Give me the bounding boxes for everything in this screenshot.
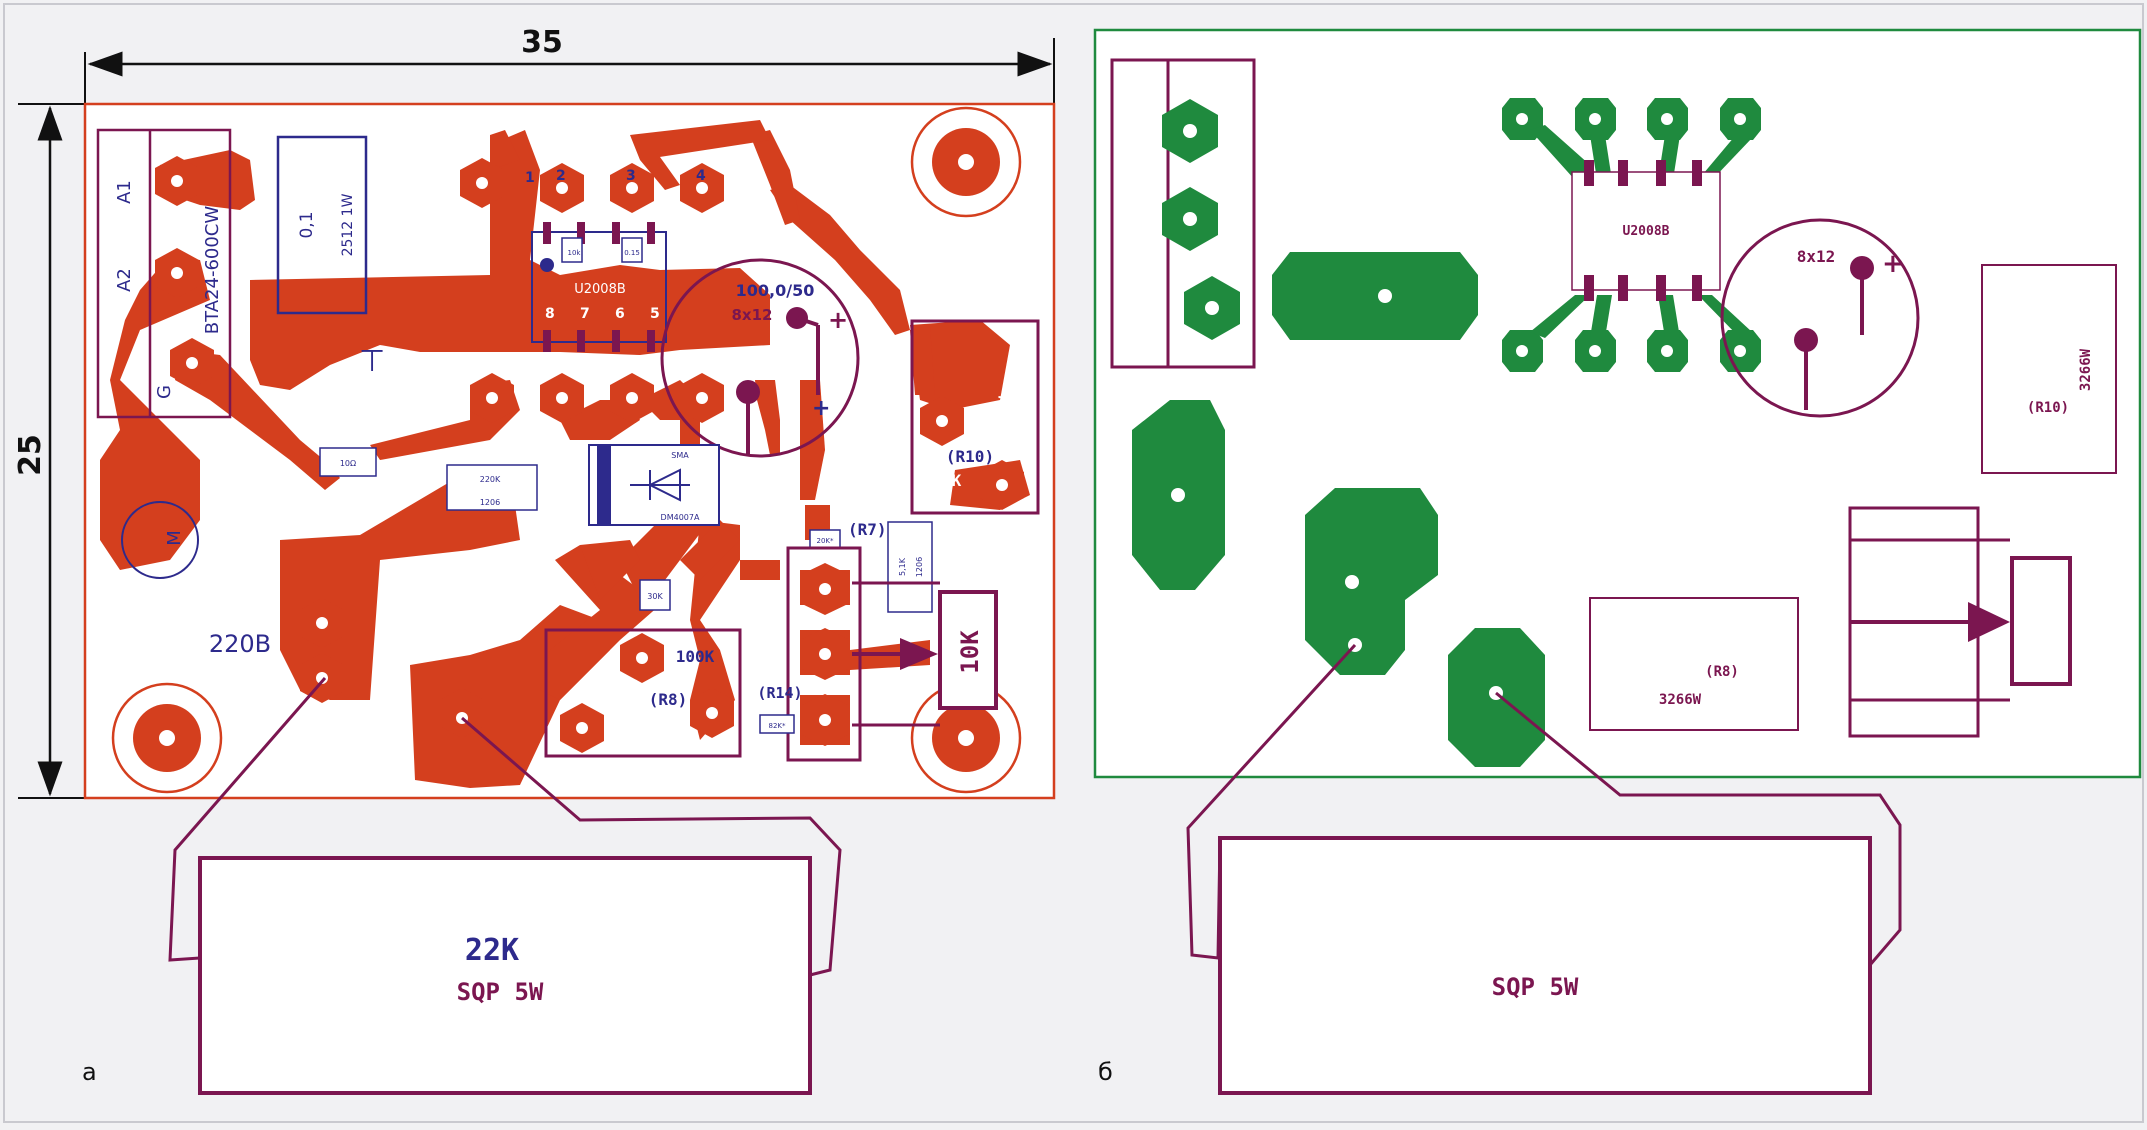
diode-name: DM4007A [661,513,700,522]
panel-b: U2008B 8x12 + 3266W (R10) [1093,28,2142,1095]
dimension-height-label: 25 [13,434,48,476]
ic-name-b: U2008B [1623,224,1670,239]
r-30k-label: 30K [647,592,663,601]
r10-label-b: (R10) [2027,400,2069,416]
ic-pin-6: 6 [615,306,625,322]
power-resistor-type-b: SQP 5W [1492,973,1579,1001]
r-51k-package: 1206 [915,557,924,577]
r10-label: (R10) [946,447,994,466]
electrolytic-capacitor: 100,0/50 8x12 + + [660,258,860,458]
r-51k-value: 5,1K [898,557,907,576]
resistor-30k: 30K [639,579,671,611]
r8-type: 3266W [616,718,665,737]
diode-dm4007a: SMA DM4007A [588,444,720,526]
dimension-width-label: 35 [521,25,563,60]
ic-u2008b-b: U2008B [1571,160,1721,301]
cap-value: 100,0/50 [736,281,815,300]
r-220k-package: 1206 [480,498,500,507]
motor-label: M [164,530,185,546]
r10-type: 3266W [995,396,1014,445]
trimmer-r8: 100K (R8) 3266W [544,628,742,758]
shunt-package: 2512 1W [340,193,356,256]
power-resistor-sqp-b: SQP 5W [1186,643,1902,1095]
shunt-value: 0,1 [297,211,317,238]
motor-symbol: M [121,501,199,579]
resistor-10ohm: 10Ω [319,447,377,477]
r-220k-value: 220K [480,475,501,484]
shunt-resistor: 0,1 2512 1W [276,135,368,315]
power-resistor-value: 22K [465,933,519,968]
ic-pin-1: 1 [525,170,535,186]
resistor-5-1k: 5,1K 1206 [887,521,933,613]
potentiometer-10k: 10K [852,581,998,727]
diode-package: SMA [671,451,689,460]
cap-plus-copper: + [812,396,830,421]
pot-10k-label: 10K [956,630,984,674]
power-resistor-sqp: 22K SQP 5W [168,677,842,1095]
mounting-hole-top-right [910,106,1022,218]
trimmer-r10-b: 3266W (R10) [1981,264,2117,474]
power-resistor-type: SQP 5W [457,978,544,1006]
r10-value: 100K [923,471,962,490]
r8-label-b: (R8) [1705,664,1739,680]
r7-label: (R7) [848,520,887,539]
cap-plus-sign: + [828,306,848,334]
pads-a [155,156,1024,753]
r8-value: 100K [676,647,715,666]
r14-value: 82K* [769,722,786,730]
panel-a: 35 25 [13,25,1056,1095]
ic-pin-8: 8 [545,306,555,322]
electrolytic-capacitor-b: 8x12 + [1720,218,1920,418]
resistor-220k: 220K 1206 [446,464,538,511]
r14-label: (R14) [757,684,802,702]
r8-type-b: 3266W [1659,692,1702,708]
cap-size: 8x12 [732,306,773,324]
mounting-hole-bottom-left [111,682,223,794]
ic-pin-2: 2 [556,168,566,184]
ic-u2008b: U2008B 10k 0.15 1 2 3 4 8 7 6 5 [525,168,706,352]
ic-mark-015: 0.15 [624,249,640,257]
cap-plus-b: + [1882,249,1904,279]
ic-pin-4: 4 [696,168,706,184]
trimmer-r10: 3266W (R10) 100K [910,319,1040,515]
resistor-r14: (R14) 82K* [757,684,803,734]
triac-pin-g: G [154,385,175,399]
cap-size-b: 8x12 [1797,247,1836,266]
potentiometer-symbol-b [1848,506,2072,738]
triac-pin-a2: A2 [114,268,135,292]
r7-value: 20K* [817,537,834,545]
mains-label: 220В [209,630,271,658]
trimmer-r8-b: (R8) 3266W [1589,597,1799,731]
ic-pin-3: 3 [626,168,636,184]
ic-pin-5: 5 [650,306,660,322]
r8-label: (R8) [649,690,688,709]
ground-symbol: ⊥ [359,342,385,377]
ic-pin-7: 7 [580,306,590,322]
dimension-height: 25 [13,103,85,799]
ic-name: U2008B [574,282,626,297]
r-10ohm-label: 10Ω [340,459,356,468]
ic-mark-10k: 10k [568,249,582,257]
triac-bta24: BTA24-600CW A1 A2 G [96,128,232,419]
panel-a-caption: а [82,1058,97,1086]
triac-pin-a1: A1 [114,180,135,204]
r10-type-b: 3266W [2078,348,2094,391]
panel-b-caption: б [1098,1058,1113,1086]
pad-holes-b [1171,113,1746,700]
dimension-width: 35 [84,25,1055,104]
triac-label: BTA24-600CW [202,206,223,335]
